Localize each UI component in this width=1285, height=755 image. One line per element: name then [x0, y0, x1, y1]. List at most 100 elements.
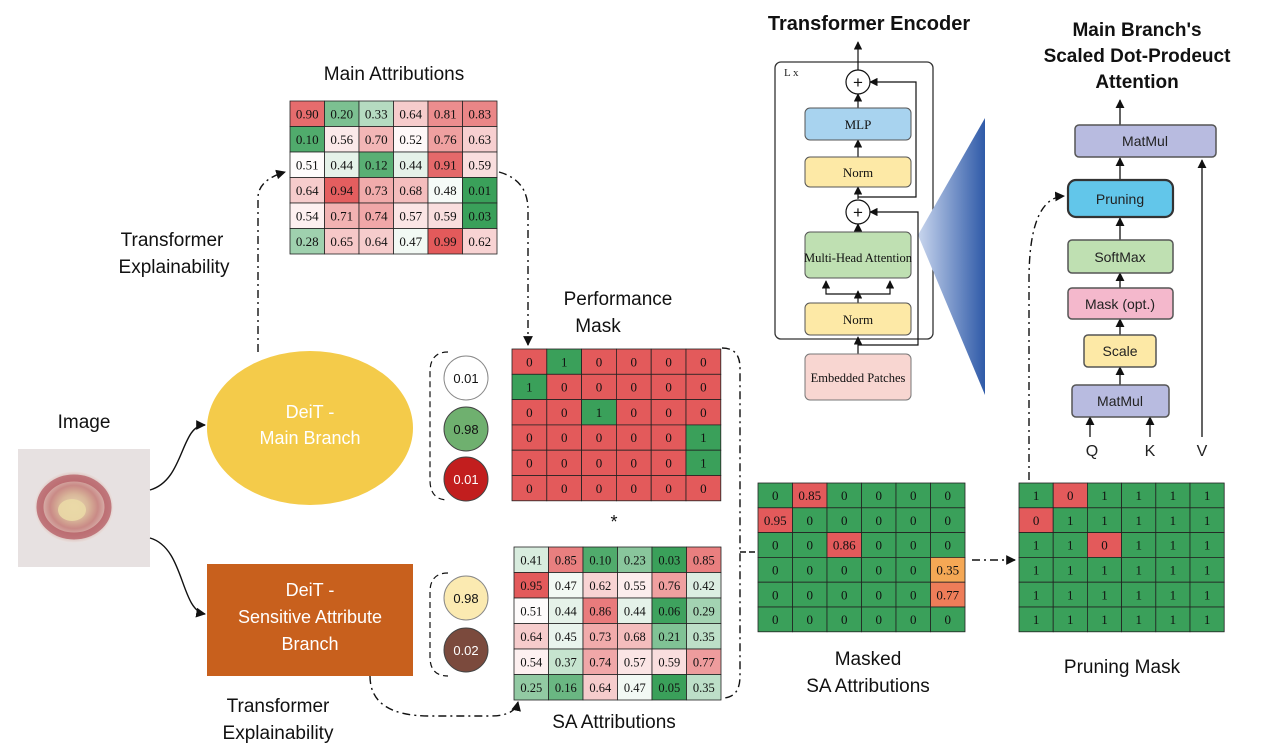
masked-sa-cell: [757, 606, 793, 633]
masked-sa-value: 0: [945, 488, 952, 503]
pruning-mask-cell: [1189, 557, 1225, 583]
pruning-mask-value: 1: [1204, 562, 1211, 577]
performance-mask-value: 0: [561, 481, 568, 496]
pruning-mask-value: 1: [1067, 513, 1074, 528]
sa-output-value-1: 0.98: [453, 591, 478, 606]
image-label: Image: [58, 412, 111, 433]
sa-attributions-value: 0.44: [624, 604, 647, 618]
masked-sa-cell: [792, 482, 828, 509]
attention-softmax-block: [1067, 239, 1174, 274]
performance-mask-cell: [685, 475, 722, 502]
main-attributions-cell: [393, 177, 429, 204]
performance-mask-value: 0: [596, 430, 603, 445]
pruning-mask-value: 1: [1135, 587, 1142, 602]
performance-mask-value: 1: [526, 380, 533, 395]
encoder-norm-top-block: [804, 156, 912, 188]
pruning-mask-cell: [1087, 482, 1123, 509]
pruning-mask-cell: [1052, 606, 1088, 633]
deit-main-branch-node: [207, 351, 413, 505]
pruning-mask-value: 1: [1067, 587, 1074, 602]
masked-sa-value: 0: [772, 538, 779, 553]
performance-mask-value: 0: [526, 481, 533, 496]
sa-attributions-value: 0.77: [693, 655, 715, 669]
sa-attributions-cell: [686, 674, 722, 701]
performance-mask-value: 0: [561, 405, 568, 420]
performance-mask-value: 0: [596, 481, 603, 496]
main-attributions-cell: [358, 202, 394, 229]
sa-attributions-cell: [513, 648, 549, 675]
masked-sa-cell: [930, 557, 966, 583]
masked-sa-label-line1: Masked: [835, 649, 902, 670]
transformer-explainability-bottom-line2: Explainability: [223, 723, 334, 744]
main-attributions-value: 0.68: [399, 183, 422, 198]
masked-sa-cell: [757, 557, 793, 583]
masked-sa-cell: [861, 606, 897, 633]
sa-attributions-value: 0.64: [589, 681, 612, 695]
sa-attributions-cell: [617, 597, 653, 624]
attention-scale-label: Scale: [1102, 343, 1137, 359]
masked-sa-cell: [826, 532, 862, 558]
sa-attributions-cell: [513, 597, 549, 624]
masked-sa-value: 0: [807, 612, 814, 627]
masked-sa-value: 0: [841, 513, 848, 528]
masked-sa-value: 0: [772, 612, 779, 627]
performance-mask-label-line1: Performance: [564, 289, 673, 310]
sa-attributions-cell: [513, 623, 549, 650]
attention-mask-block: [1067, 287, 1174, 320]
deit-main-label-line2: Main Branch: [259, 428, 360, 448]
performance-mask-value: 0: [700, 380, 707, 395]
masked-sa-cell: [930, 532, 966, 558]
encoder-add-mid: [845, 199, 871, 225]
pruning-mask-value: 1: [1101, 587, 1108, 602]
pruning-mask-value: 1: [1101, 513, 1108, 528]
sa-attributions-value: 0.47: [624, 681, 646, 695]
main-attributions-value: 0.64: [399, 106, 422, 121]
encoder-norm-bottom-block: [804, 302, 912, 336]
pruning-mask-cell: [1189, 581, 1225, 608]
performance-mask-value: 0: [596, 456, 603, 471]
sa-attributions-cell: [548, 648, 584, 675]
masked-sa-value: 0: [945, 538, 952, 553]
performance-mask-value: 0: [665, 354, 672, 369]
performance-mask-cell: [650, 424, 687, 451]
pruning-mask-cell: [1155, 606, 1191, 633]
masked-sa-value: 0: [876, 488, 883, 503]
main-attributions-value: 0.99: [434, 234, 457, 249]
performance-mask-value: 0: [526, 354, 533, 369]
pruning-mask-value: 1: [1101, 562, 1108, 577]
performance-mask-cell: [511, 348, 548, 375]
masked-sa-label-line2: SA Attributions: [806, 676, 930, 697]
performance-mask-cell: [616, 475, 652, 502]
sa-attributions-cell: [617, 572, 653, 599]
performance-mask-label-line2: Mask: [575, 316, 621, 337]
main-attributions-value: 0.12: [365, 157, 388, 172]
sa-attributions-cell: [582, 572, 618, 599]
main-attributions-cell: [462, 126, 498, 153]
deit-sa-branch-node: [207, 564, 413, 676]
masked-sa-value: 0: [910, 612, 917, 627]
performance-mask-cell: [616, 373, 652, 400]
performance-mask-cell: [511, 449, 548, 476]
main-attributions-cell: [393, 228, 429, 255]
performance-mask-cell: [685, 373, 722, 400]
performance-mask-cell: [511, 424, 548, 451]
masked-sa-cell: [895, 557, 931, 583]
sa-attributions-value: 0.10: [589, 553, 611, 567]
deit-sa-label-line3: Branch: [281, 634, 338, 654]
masked-sa-value: 0: [945, 612, 952, 627]
attention-matmul-bottom-label: MatMul: [1097, 393, 1143, 409]
performance-mask-cell: [511, 475, 548, 502]
main-output-circle-3: [443, 456, 489, 502]
masked-sa-cell: [930, 581, 966, 608]
performance-mask-value: 0: [561, 430, 568, 445]
sa-attributions-value: 0.76: [658, 579, 680, 593]
performance-mask-value: 0: [665, 481, 672, 496]
masked-sa-cell: [826, 557, 862, 583]
attention-mask-label: Mask (opt.): [1085, 296, 1155, 312]
main-attributions-value: 0.64: [296, 183, 319, 198]
sa-attributions-value: 0.51: [520, 604, 542, 618]
